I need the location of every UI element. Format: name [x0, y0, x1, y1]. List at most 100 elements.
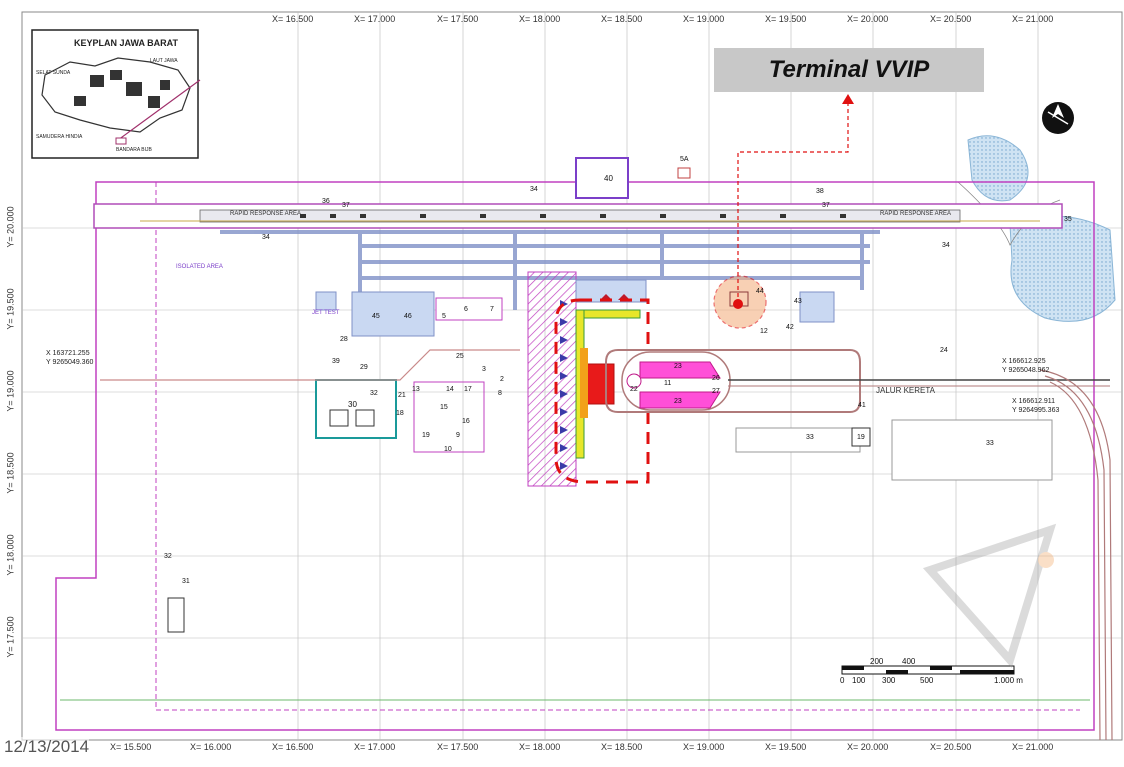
- facility-number: 33: [986, 440, 994, 447]
- grid-label: X= 16.500: [272, 14, 314, 24]
- scale-label: 0: [840, 676, 845, 685]
- grid-label: X= 20.000: [847, 742, 889, 752]
- scale-label: 500: [920, 676, 934, 685]
- apron-hatched: [527, 271, 577, 487]
- coord-right-top-x: X 166612.925: [1002, 358, 1046, 365]
- terminal-frontage: [580, 348, 588, 418]
- ring-road: [605, 349, 861, 413]
- facility-number: 44: [756, 288, 764, 295]
- grid-label: X= 17.500: [437, 742, 479, 752]
- area-label-isolated: ISOLATED AREA: [176, 264, 223, 270]
- facility-number: 38: [816, 188, 824, 195]
- area-label-jet-test: JET TEST: [312, 310, 340, 316]
- facility-number: 19: [857, 434, 865, 441]
- facility-number: 5: [442, 313, 446, 320]
- grid-label: X= 16.000: [190, 742, 232, 752]
- parking-bottom: [639, 391, 721, 409]
- facility-number: 16: [462, 418, 470, 425]
- terminal-vvip-label: Terminal VVIP: [768, 56, 930, 83]
- building-33-left: [735, 427, 861, 453]
- facility-number: 14: [446, 386, 454, 393]
- apron-blue: [575, 279, 647, 303]
- cargo-apron: [351, 291, 435, 337]
- grid-label: X= 19.500: [765, 14, 807, 24]
- facility-number: 37: [822, 202, 830, 209]
- coord-right-mid-y: Y 9264995.363: [1012, 407, 1060, 414]
- facility-number: 17: [464, 386, 472, 393]
- keyplan-label: SELAT SUNDA: [36, 70, 71, 76]
- grid-label: Y= 18.500: [5, 452, 16, 494]
- facility-number: 39: [332, 358, 340, 365]
- facility-number: 8: [498, 390, 502, 397]
- grid-label: X= 20.500: [930, 14, 972, 24]
- east-curves: [1039, 369, 1113, 741]
- grid-label: X= 17.000: [354, 14, 396, 24]
- building-5a: [677, 167, 691, 179]
- grid-label: X= 18.000: [519, 742, 561, 752]
- facility-number: 23: [674, 363, 682, 370]
- water-pond-2: [1009, 215, 1116, 322]
- grid-label: X= 20.500: [930, 742, 972, 752]
- coord-right-mid-x: X 166612.911: [1012, 398, 1056, 405]
- grid-label: X= 21.000: [1012, 14, 1054, 24]
- grid-label: X= 18.500: [601, 742, 643, 752]
- facility-number: 32: [370, 390, 378, 397]
- facility-number: 34: [942, 242, 950, 249]
- facility-number: 34: [262, 234, 270, 241]
- terminal-vvip-banner: Terminal VVIP: [714, 48, 984, 92]
- scale-label: 100: [852, 676, 866, 685]
- facility-number: 33: [806, 434, 814, 441]
- scale-label: 300: [882, 676, 896, 685]
- keyplan-label: SAMUDERA HINDIA: [36, 134, 83, 140]
- facility-number: 23: [674, 398, 682, 405]
- coord-left-x: X 163721.255: [46, 350, 90, 357]
- parking-top: [639, 361, 721, 379]
- facility-30-unit-1: [329, 409, 349, 427]
- facility-number: 29: [360, 364, 368, 371]
- grid-label: X= 19.000: [683, 742, 725, 752]
- grid-label: Y= 19.500: [5, 288, 16, 330]
- facility-number: 41: [858, 402, 866, 409]
- water-pond-1: [967, 135, 1029, 202]
- pier-top: [575, 309, 641, 319]
- keyplan-title: KEYPLAN JAWA BARAT: [74, 38, 179, 48]
- facility-number: 7: [490, 306, 494, 313]
- grid-label: Y= 18.000: [5, 534, 16, 576]
- facility-number: 35: [1064, 216, 1072, 223]
- building-19: [851, 427, 871, 447]
- area-label-jalur: JALUR KERETA: [876, 386, 935, 395]
- facility-number: 5A: [680, 156, 689, 163]
- grid-label: Y= 19.000: [5, 370, 16, 412]
- runway: [199, 209, 961, 223]
- facility-30: [315, 379, 397, 439]
- building-33-right: [891, 419, 1053, 481]
- inner-boundary: [155, 182, 1080, 711]
- keyplan-legend-swatch: [115, 137, 127, 145]
- facility-number: 30: [348, 400, 357, 409]
- facility-number: 21: [398, 392, 406, 399]
- facility-number: 32: [164, 553, 172, 560]
- grid-label: X= 21.000: [1012, 742, 1054, 752]
- vvip-leader-line: [737, 100, 849, 304]
- grid-label: Y= 20.000: [5, 206, 16, 248]
- facility-number: 11: [664, 380, 672, 387]
- area-label-rapid-left: RAPID RESPONSE AREA: [230, 211, 302, 217]
- grid-label: X= 16.500: [272, 742, 314, 752]
- compass-north-icon: [1042, 102, 1074, 134]
- watermark-logo: [922, 523, 1057, 668]
- main-terminal-building: [585, 363, 615, 405]
- grid-label: Y= 17.500: [5, 616, 16, 658]
- vvip-arrow-head: [842, 94, 854, 104]
- coord-left-y: Y 9265049.360: [46, 359, 94, 366]
- keyplan-pointer: [117, 79, 201, 141]
- runway-markings: [300, 214, 846, 218]
- buildings-5-6-7: [435, 297, 503, 321]
- scale-label: 200: [870, 657, 884, 666]
- facility-number: 3: [482, 366, 486, 373]
- building-42-43: [799, 291, 835, 323]
- facility-number: 34: [530, 186, 538, 193]
- facility-number: 9: [456, 432, 460, 439]
- facility-30-unit-2: [355, 409, 375, 427]
